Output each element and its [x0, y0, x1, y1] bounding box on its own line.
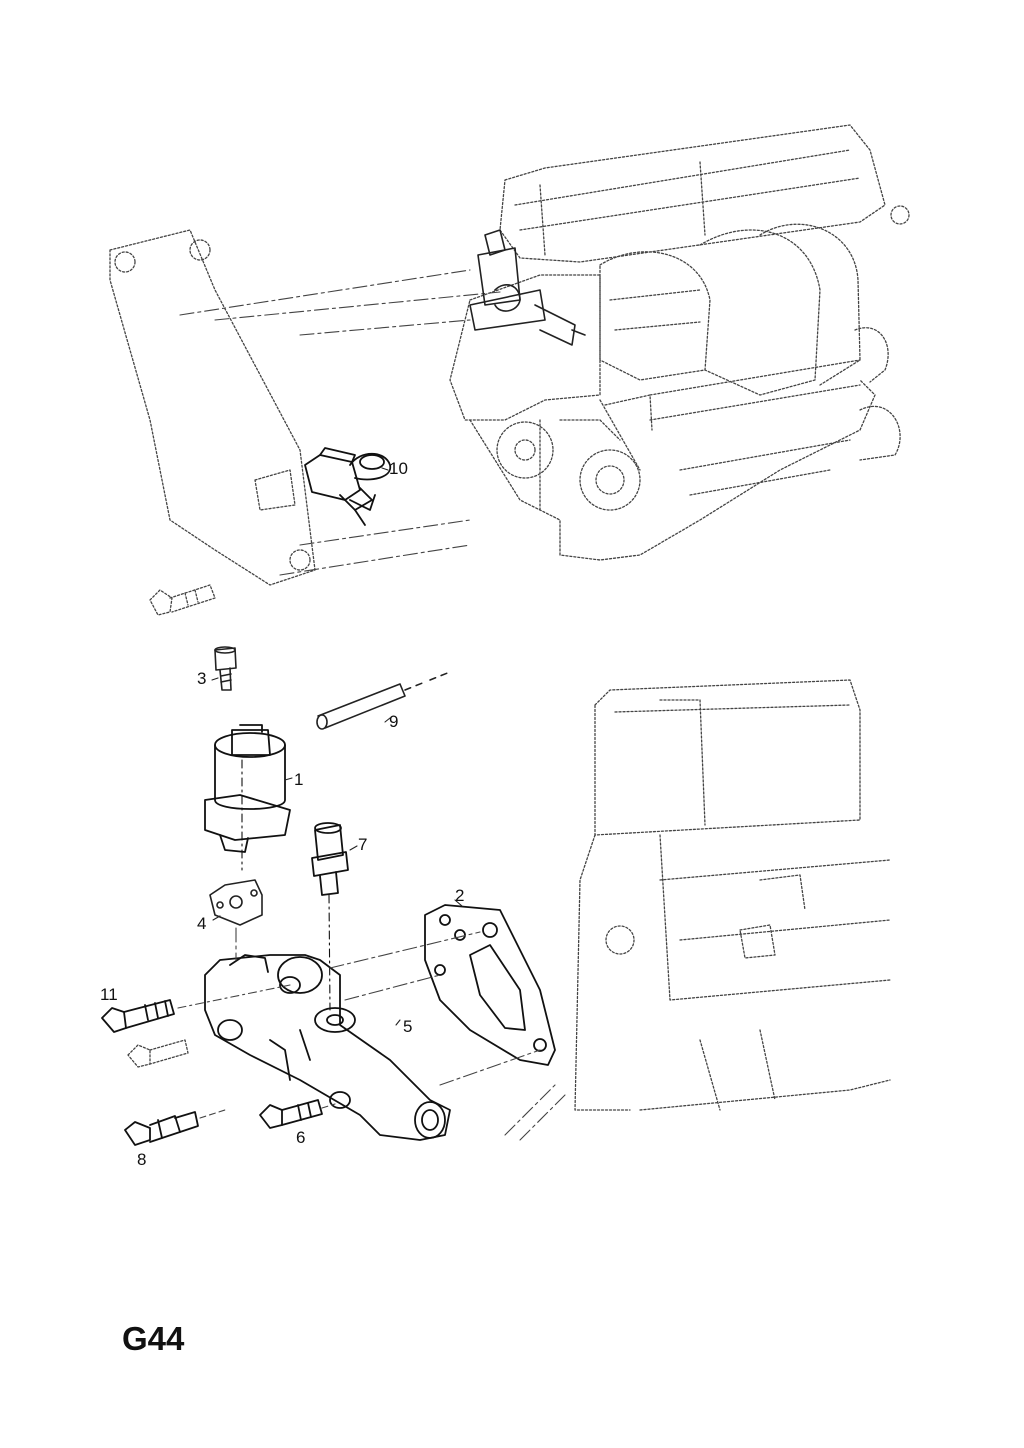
part-9-hose	[316, 671, 451, 730]
part-8-sensor	[124, 1109, 226, 1146]
part-4-gasket	[209, 879, 263, 926]
part-7-temperature-sensor	[311, 822, 349, 1011]
lower-leader-lines	[235, 927, 566, 1141]
callout-3: 3	[197, 669, 207, 688]
part-2-flange-gasket	[424, 904, 556, 1066]
callout-4: 4	[197, 914, 207, 933]
callout-10: 10	[389, 459, 408, 478]
lower-left-bolt	[127, 1039, 189, 1068]
callout-8: 8	[137, 1150, 147, 1169]
part-5-mounting-body	[204, 954, 451, 1141]
upper-engine-block	[449, 124, 910, 561]
adapter-plate	[109, 229, 316, 586]
lower-engine-block	[574, 679, 891, 1111]
part-10-egr-valve	[304, 447, 391, 526]
callout-2: 2	[455, 886, 465, 905]
part-3-screw	[214, 646, 237, 691]
callout-6: 6	[296, 1128, 306, 1147]
callout-leaders	[211, 467, 463, 1026]
upper-leader-lines	[179, 269, 501, 576]
part-11-bolt	[101, 984, 291, 1033]
callout-11: 11	[100, 985, 118, 1004]
callout-9: 9	[389, 712, 399, 731]
part-6-bolt	[259, 1099, 336, 1129]
adapter-bolt	[149, 584, 216, 616]
egr-valve-installed	[469, 229, 586, 346]
callout-7: 7	[358, 835, 368, 854]
page-code: G44	[122, 1320, 185, 1357]
part-1-egr-valve	[204, 724, 291, 871]
callout-1: 1	[294, 770, 304, 789]
callout-5: 5	[403, 1017, 413, 1036]
